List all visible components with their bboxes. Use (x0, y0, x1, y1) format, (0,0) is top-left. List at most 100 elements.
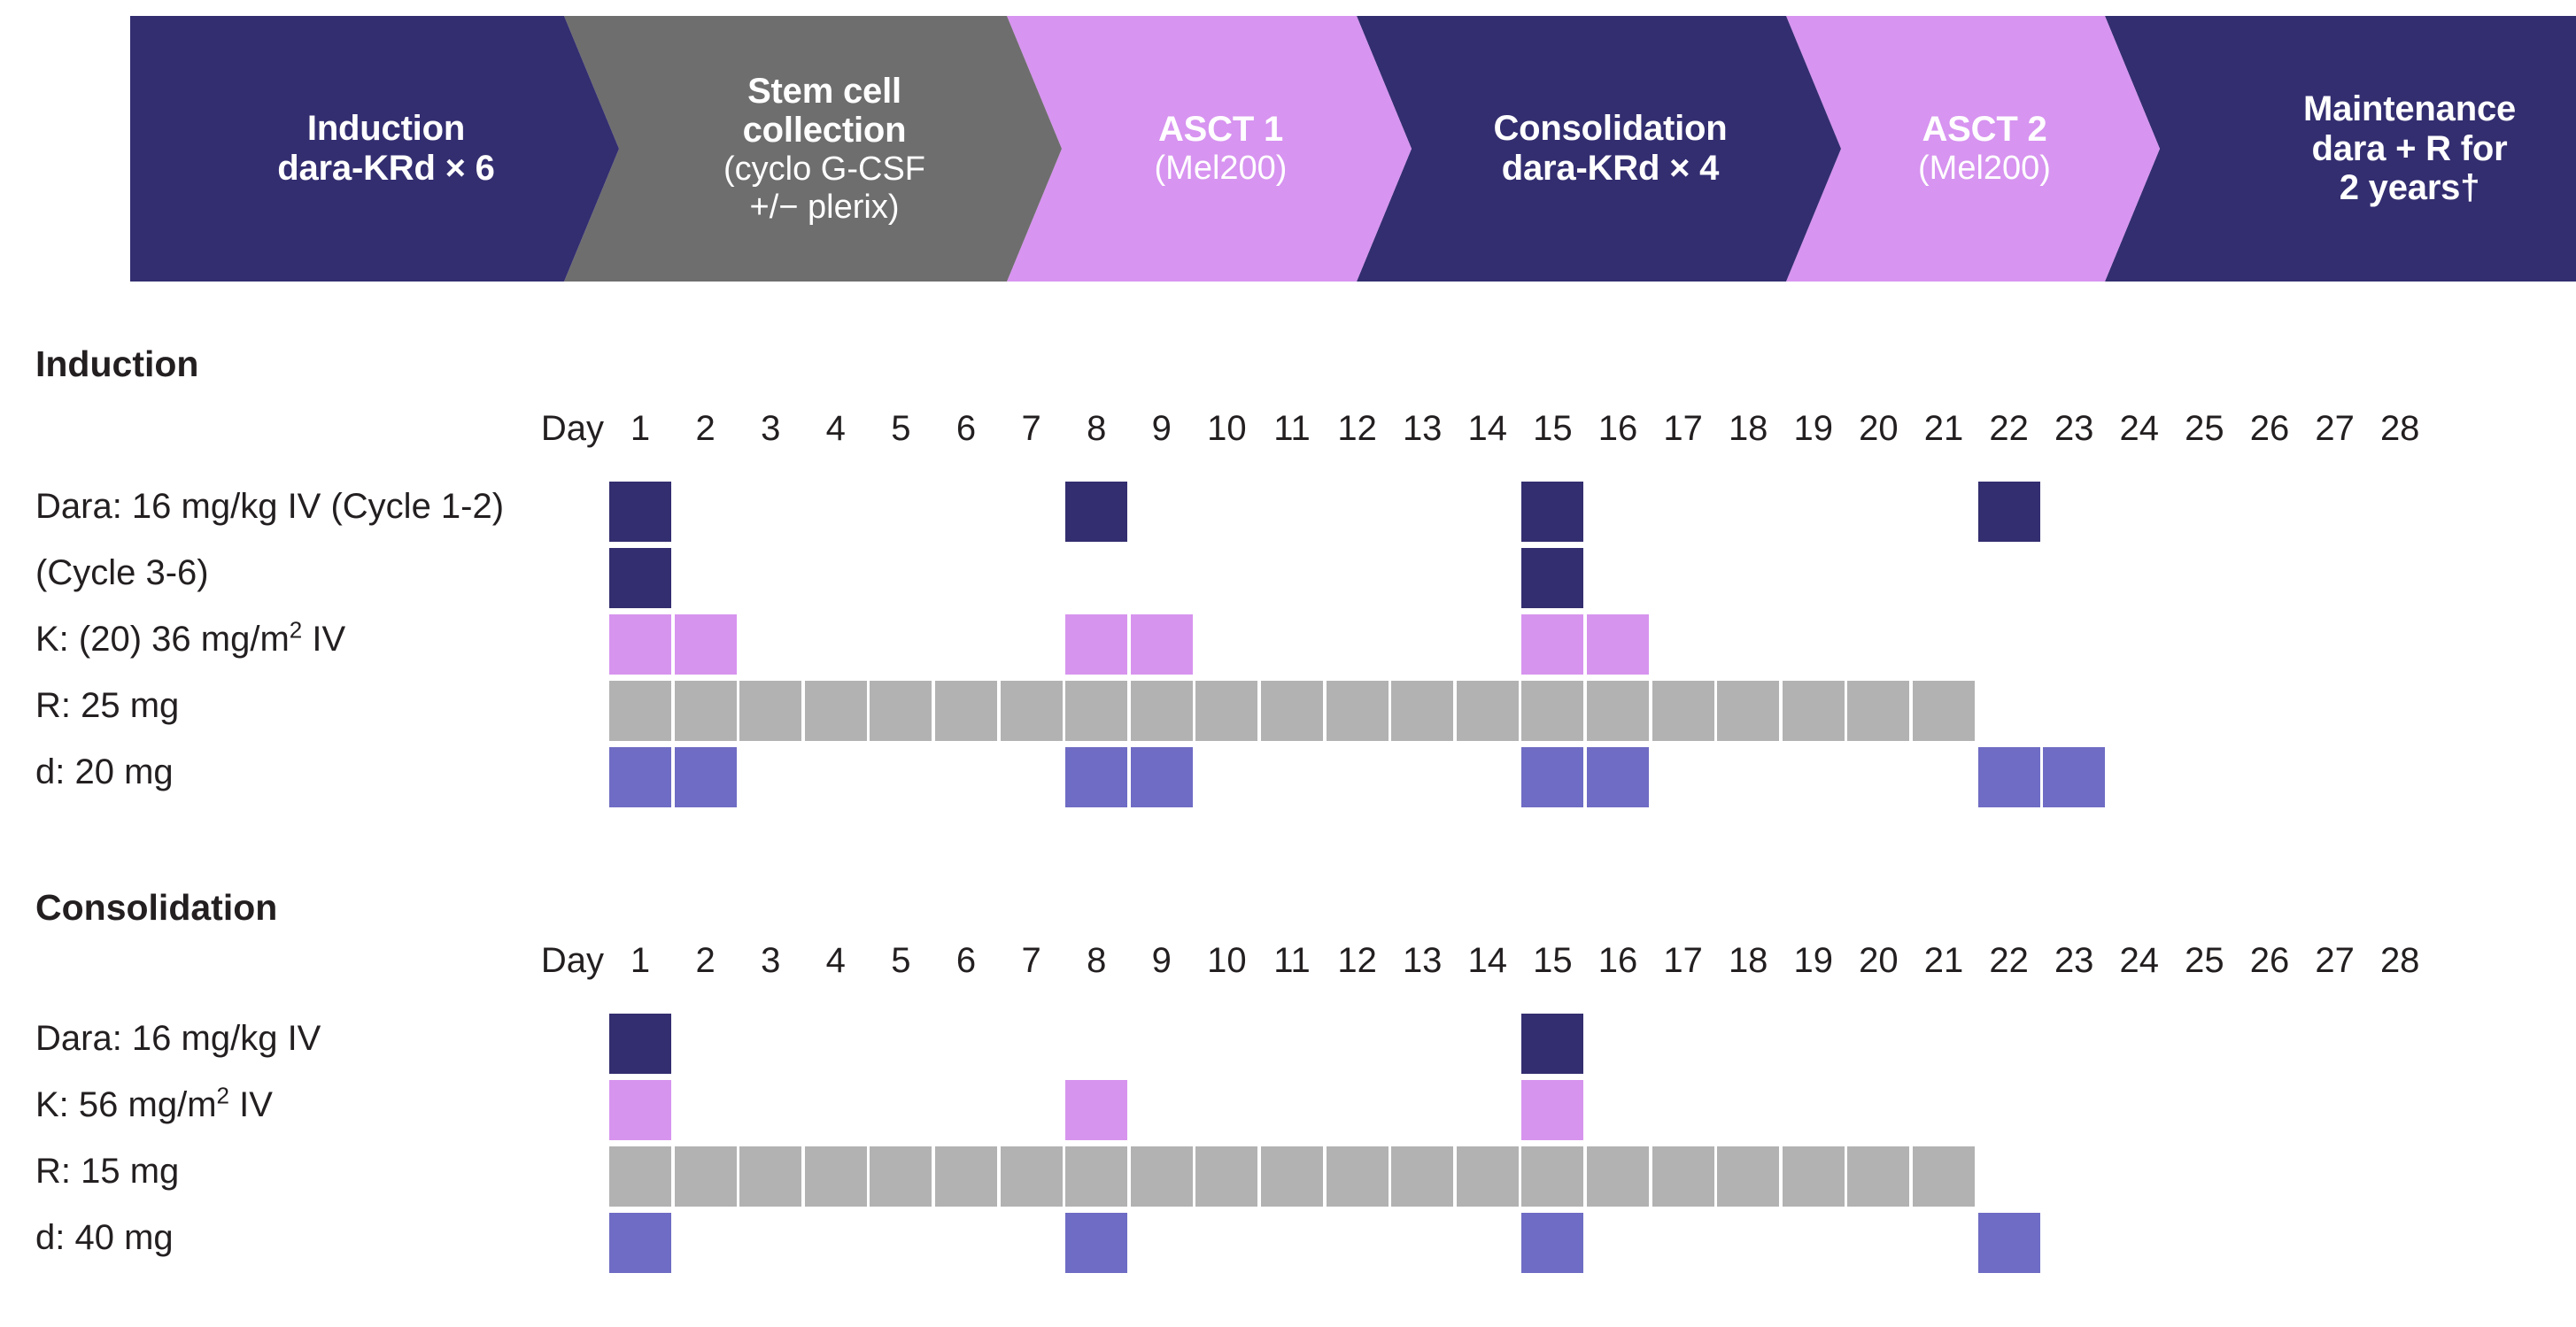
schedule-cell (1195, 1146, 1258, 1207)
consolidation-header-gap (0, 996, 2576, 1012)
phase-asct-1-subtitle: (Mel200) (1154, 150, 1288, 188)
induction-row-label-dexamethasone: d: 20 mg (35, 752, 174, 791)
table-row: R: 25 mg (0, 679, 2576, 745)
schedule-cell (1065, 747, 1128, 807)
schedule-cell (1391, 1146, 1454, 1207)
phase-asct-2-title: ASCT 2 (1922, 110, 2047, 150)
day-number: 3 (761, 941, 781, 980)
phase-stem-cell-subtitle: (cyclo G-CSF (723, 150, 925, 189)
schedule-cell (1521, 1080, 1584, 1140)
day-number: 11 (1273, 941, 1311, 980)
day-number: 14 (1467, 941, 1508, 980)
schedule-cell (1977, 482, 2040, 542)
schedule-cell (1000, 1146, 1063, 1207)
schedule-cell (674, 614, 737, 675)
table-row: d: 20 mg (0, 745, 2576, 812)
day-number: 10 (1207, 941, 1247, 980)
schedule-cell (1065, 1080, 1128, 1140)
day-label: Day (540, 941, 604, 980)
schedule-cell (1456, 1146, 1519, 1207)
day-number: 7 (1021, 941, 1041, 980)
schedule-cell (609, 1146, 671, 1207)
day-number: 8 (1087, 941, 1107, 980)
day-number: 16 (1597, 941, 1638, 980)
day-label: Day (540, 409, 604, 448)
schedule-cell (1782, 1146, 1845, 1207)
schedule-cell (1261, 681, 1323, 741)
schedule-cell (739, 681, 802, 741)
consolidation-row-label-carfilzomib: K: 56 mg/m2 IV (35, 1082, 273, 1124)
schedule-cell (1130, 747, 1193, 807)
day-number: 25 (2185, 941, 2224, 980)
schedule-cell (1521, 747, 1584, 807)
consolidation-row-label-dexamethasone: d: 40 mg (35, 1218, 174, 1257)
schedule-cell (609, 614, 671, 675)
table-row: Dara: 16 mg/kg IV (Cycle 1-2) (0, 480, 2576, 546)
schedule-cell (804, 1146, 867, 1207)
induction-header-gap (0, 464, 2576, 480)
day-number: 1 (630, 409, 651, 448)
day-number: 20 (1859, 941, 1899, 980)
schedule-cell (935, 1146, 997, 1207)
schedule-cell (1717, 1146, 1780, 1207)
schedule-cell (1717, 681, 1780, 741)
schedule-cell (1521, 614, 1584, 675)
schedule-cell (1065, 1146, 1128, 1207)
schedule-cell (935, 681, 997, 741)
day-number: 10 (1207, 409, 1247, 448)
schedule-cell (1913, 681, 1975, 741)
schedule-cell (674, 747, 737, 807)
schedule-cell (1913, 1146, 1975, 1207)
schedule-cell (1587, 614, 1649, 675)
schedule-cell (1587, 1146, 1649, 1207)
schedule-cell (609, 482, 671, 542)
schedule-cell (609, 548, 671, 608)
phase-asct-2: ASCT 2(Mel200) (1786, 16, 2160, 282)
day-number: 19 (1793, 941, 1834, 980)
schedule-cell (2043, 747, 2106, 807)
schedule-cell (1587, 747, 1649, 807)
induction-section-title: Induction (35, 343, 199, 384)
schedule-cell (674, 681, 737, 741)
day-number: 24 (2119, 409, 2160, 448)
day-number: 11 (1273, 409, 1311, 448)
day-number: 2 (695, 409, 716, 448)
day-number: 15 (1533, 409, 1573, 448)
schedule-cell (1065, 614, 1128, 675)
schedule-cell (1456, 681, 1519, 741)
day-number: 18 (1728, 941, 1768, 980)
day-number: 15 (1533, 941, 1573, 980)
schedule-cell (1195, 681, 1258, 741)
schedule-cell (1130, 681, 1193, 741)
schedule-cell (1000, 681, 1063, 741)
consolidation-row-label-dara: Dara: 16 mg/kg IV (35, 1019, 321, 1058)
day-number: 19 (1793, 409, 1834, 448)
day-number: 20 (1859, 409, 1899, 448)
schedule-cell (1130, 614, 1193, 675)
day-number: 9 (1151, 941, 1172, 980)
day-number: 3 (761, 409, 781, 448)
schedule-cell (1587, 681, 1649, 741)
induction-row-label-carfilzomib: K: (20) 36 mg/m2 IV (35, 616, 346, 659)
schedule-cell (870, 681, 932, 741)
schedule-cell (1065, 1213, 1128, 1273)
day-number: 6 (955, 409, 977, 448)
phase-asct-1-title: ASCT 1 (1157, 110, 1284, 150)
day-number: 4 (825, 941, 846, 980)
day-number: 18 (1728, 409, 1768, 448)
schedule-cell (1977, 1213, 2040, 1273)
day-number: 28 (2379, 941, 2420, 980)
phase-stem-cell-title: Stem cell (747, 71, 901, 111)
day-number: 21 (1923, 941, 1964, 980)
day-number: 27 (2315, 409, 2355, 448)
table-row: (Cycle 3-6) (0, 546, 2576, 613)
schedule-cell (609, 1080, 671, 1140)
day-number: 28 (2379, 409, 2420, 448)
day-number: 23 (2054, 409, 2094, 448)
table-row: Dara: 16 mg/kg IV (0, 1012, 2576, 1078)
